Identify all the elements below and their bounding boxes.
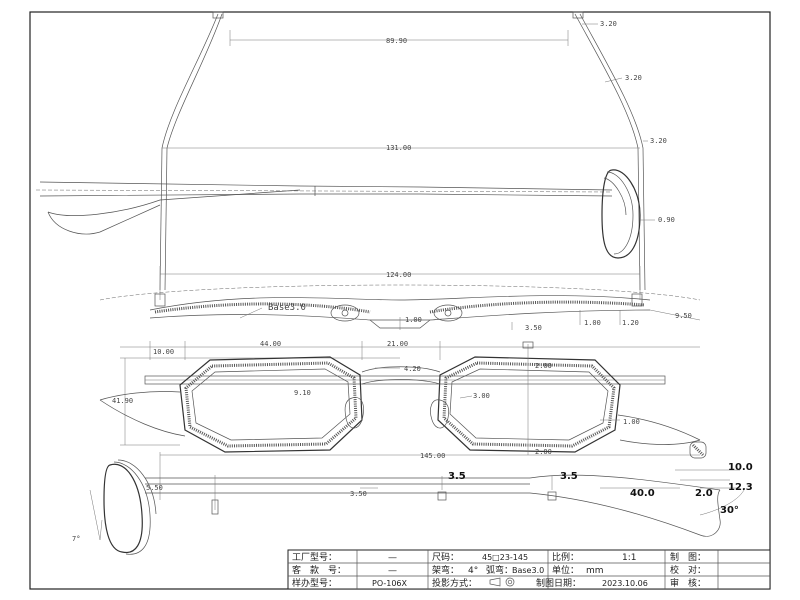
dim-temple-thick-mid: 3.20 [625, 74, 642, 82]
dim-temple-tip: 10.0 [728, 462, 753, 473]
tb-drawn-label: 制 图： [670, 551, 706, 563]
tb-sample-value: PO-106X [372, 579, 408, 588]
dim-side-width: 0.90 [658, 216, 675, 224]
tb-scale-label: 比例： [552, 551, 579, 563]
dim-lens-width: 44.00 [260, 340, 281, 348]
tb-unit-value: mm [586, 566, 604, 576]
top-view-temples [159, 11, 648, 300]
dim-tip-length: 40.0 [630, 488, 655, 499]
dim-temple-thick-low: 3.20 [650, 137, 667, 145]
tb-size-label: 尺码： [432, 552, 459, 563]
dim-screw-pos: 3.50 [350, 490, 367, 498]
tb-sample-label: 样办型号： [292, 577, 337, 589]
tb-scale-value: 1:1 [622, 553, 636, 563]
dim-screw-a: 3.5 [448, 471, 466, 482]
dim-hinge-b: 1.20 [622, 319, 639, 327]
tb-date-value: 2023.10.06 [602, 579, 648, 588]
tb-check-label: 校 对： [670, 564, 706, 576]
dim-tip-angle: 30° [720, 505, 739, 516]
dim-pantoscopic: 7° [72, 535, 80, 543]
dim-top-rim: 2.00 [535, 362, 552, 370]
tb-curve-value: Base3.0 [512, 566, 544, 575]
side-view-temple [35, 169, 655, 259]
title-block: 工厂型号： — 尺码： 45□23-145 比例： 1:1 制 图： 客 款 号… [287, 549, 771, 590]
tb-curve-label: 弧弯： [486, 564, 513, 576]
tb-client-label: 客 款 号： [292, 564, 346, 576]
dim-hinge-a: 1.00 [584, 319, 601, 327]
front-view [99, 341, 701, 455]
bridge-top-view [99, 284, 701, 330]
dimension-labels: 89.90 3.20 3.20 3.20 131.00 0.90 124.00 … [72, 20, 753, 543]
dim-side-depth: 5.50 [146, 484, 163, 492]
dim-front-length: 145.00 [420, 452, 445, 460]
dim-screw-b: 3.5 [560, 471, 578, 482]
dim-tip-end: 12.3 [728, 482, 753, 493]
dim-bottom-rim: 2.00 [535, 448, 552, 456]
dim-total-span: 124.00 [386, 271, 411, 279]
tb-client-value: — [388, 566, 397, 576]
dim-hinge-c: 9.50 [675, 312, 692, 320]
tb-date-label: 制图日期： [536, 577, 581, 589]
tb-unit-label: 单位： [552, 564, 579, 576]
dim-end-piece: 10.00 [153, 348, 174, 356]
dim-bridge-drop: 1.00 [405, 316, 422, 324]
dim-rim-side: 1.00 [623, 418, 640, 426]
bottom-side-view [89, 441, 746, 555]
dim-lens-height: 41.90 [112, 397, 133, 405]
projection-symbol-icon [489, 577, 515, 587]
dim-temple-length: 131.00 [386, 144, 411, 152]
tb-projection-label: 投影方式： [432, 577, 477, 589]
dim-base-curve: Base3.0 [268, 303, 306, 313]
dim-temple-gap: 89.90 [386, 37, 407, 45]
tb-bend-value: 4° [468, 566, 478, 576]
dim-pad-height: 3.50 [525, 324, 542, 332]
tb-size-value: 45□23-145 [482, 553, 528, 562]
dim-bridge-width: 21.00 [387, 340, 408, 348]
tb-factory-value: — [388, 553, 397, 563]
dim-bridge-height: 4.20 [404, 365, 421, 373]
tb-factory-label: 工厂型号： [292, 552, 337, 563]
dim-pad-offset: 9.10 [294, 389, 311, 397]
tb-review-label: 审 核： [670, 577, 706, 589]
dim-tip-width: 2.0 [695, 488, 713, 499]
tb-bend-label: 架弯： [432, 564, 459, 576]
dim-pad-depth: 3.00 [473, 392, 490, 400]
dim-temple-thick-top: 3.20 [600, 20, 617, 28]
